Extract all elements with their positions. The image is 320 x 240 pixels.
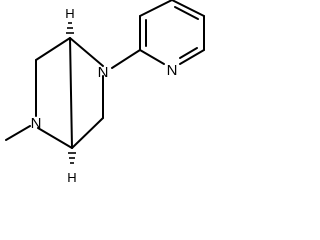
bond-n5-methyl [5,125,31,141]
bond-cbot-c4 [71,117,104,149]
stereo-hash-bond-bottom [68,152,76,164]
pyridine-bond-3 [171,0,205,17]
bond-n2-pyridine [111,49,141,69]
pyridine-double-3 [179,47,198,59]
pyridine-bond-6 [139,49,165,65]
atom-label-n-pyridine: N [167,62,178,79]
pyridine-bond-2 [139,0,173,17]
atom-label-h-bottom: H [67,170,76,185]
bond-c1-ctop [35,37,71,61]
molecule-structure: N N N H H [5,0,205,185]
atom-label-n-bridge-right: N [98,64,109,81]
bond-c1-n2 [69,37,104,67]
atom-label-h-top: H [65,6,74,21]
stereo-hash-bond-top [66,22,74,34]
pyridine-bond-5 [179,49,205,65]
pyridine-double-2 [174,6,199,20]
atom-label-n-bridge-left: N [31,115,42,132]
bond-n5-c4 [37,127,73,149]
bond-bridge-methylene [69,37,73,149]
